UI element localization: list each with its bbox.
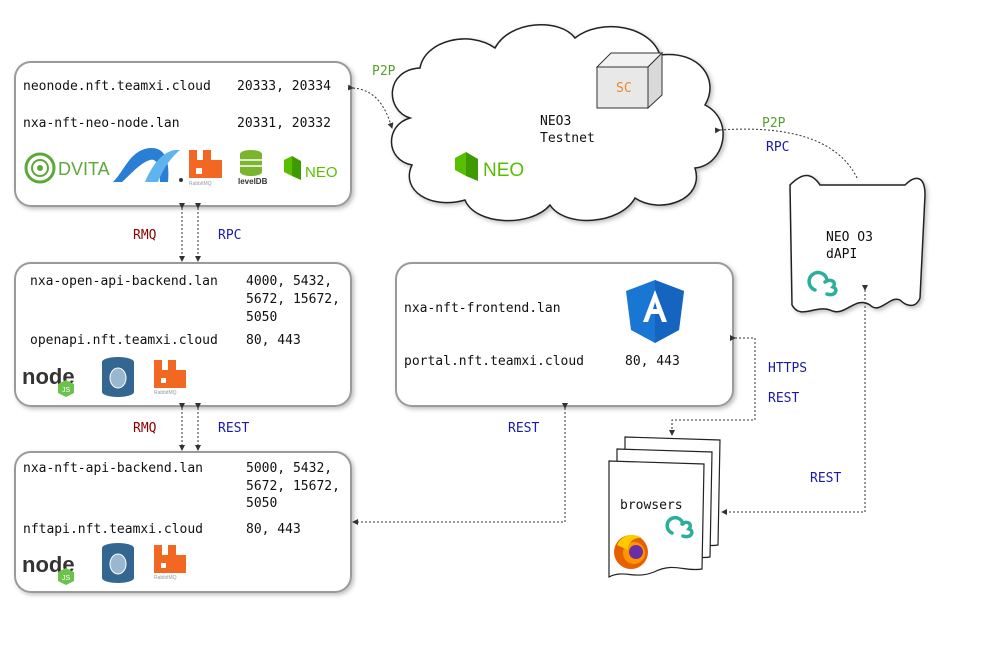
label-rest-dapi: REST [810,471,841,486]
open-api-ports-public: 80, 443 [246,333,301,348]
nodejs-logo-nftapi: node JS [22,552,75,585]
leveldb-caption: levelDB [238,177,268,186]
svg-text:JS: JS [62,575,71,582]
rabbitmq-logo-nftapi: RabbitMQ [154,545,186,581]
label-https: HTTPS [768,361,807,376]
svg-text:JS: JS [62,387,71,394]
label-p2p-left: P2P [372,64,396,79]
open-api-host-lan: nxa-open-api-backend.lan [30,274,218,289]
edges [179,84,868,525]
firefox-logo [614,534,648,569]
neo-logo-text: NEO [483,160,524,181]
frontend-box: nxa-nft-frontend.lan portal.nft.teamxi.c… [395,262,734,407]
postgresql-logo-nftapi [102,543,134,583]
edge-frontend-nftapi [352,403,568,525]
leveldb-logo: levelDB [238,150,268,186]
cloud-subtitle: Testnet [540,131,595,146]
neo-node-host-lan: nxa-nft-neo-node.lan [23,116,180,131]
label-rest-bottom: REST [218,421,249,436]
nft-api-box: nxa-nft-api-backend.lan 5000, 5432, 5672… [14,451,352,593]
rabbitmq-logo-openapi: RabbitMQ [154,360,186,396]
nft-api-host-public: nftapi.nft.teamxi.cloud [23,522,203,537]
dotnet-logo [113,147,183,182]
nft-api-host-lan: nxa-nft-api-backend.lan [23,461,203,476]
o3-dapi-scroll: NEO O3 dAPI [789,174,926,313]
frontend-ports-public: 80, 443 [625,354,680,369]
neo-node-ports-lan: 20331, 20332 [237,116,331,131]
neo-node-box: neonode.nft.teamxi.cloud 20333, 20334 nx… [14,61,352,207]
browsers-stack: browsers [608,436,721,578]
neo-logo-cloud: NEO [455,152,524,181]
label-rmq-top: RMQ [133,228,157,243]
open-api-host-public: openapi.nft.teamxi.cloud [30,333,218,348]
browsers-label: browsers [620,498,683,513]
label-p2p-right: P2P [762,116,786,131]
label-rmq-bottom: RMQ [133,421,157,436]
nodejs-logo: node JS [22,364,75,397]
dvita-logo-text: DVITA [58,159,110,179]
open-api-ports-line3: 5050 [246,310,277,325]
neo-logo-small: NEO [284,156,338,181]
open-api-ports-line2: 5672, 15672, [246,292,340,307]
postgresql-logo [102,357,134,397]
svg-text:RabbitMQ: RabbitMQ [154,575,177,581]
label-rpc-right: RPC [766,140,789,155]
dapi-subtitle: dAPI [826,247,857,262]
frontend-host-lan: nxa-nft-frontend.lan [404,301,561,316]
rabbitmq-logo: RabbitMQ [189,150,222,187]
open-api-box: nxa-open-api-backend.lan 4000, 5432, 567… [14,262,352,407]
neo-logo-small-text: NEO [305,164,338,181]
neo-node-ports-public: 20333, 20334 [237,79,331,94]
cloud-title: NEO3 [540,114,571,129]
nft-api-ports-line1: 5000, 5432, [246,461,332,476]
sc-label: SC [616,81,632,96]
angular-logo [626,280,684,343]
nft-api-ports-line3: 5050 [246,496,277,511]
dapi-title: NEO O3 [826,230,873,245]
o3-logo-browsers [665,515,694,539]
dvita-logo: DVITA [24,152,110,184]
label-rest-browsers: REST [768,391,799,406]
nft-api-ports-line2: 5672, 15672, [246,479,340,494]
svg-text:RabbitMQ: RabbitMQ [154,390,177,396]
rabbitmq-caption: RabbitMQ [189,181,212,187]
neo-node-host-public: neonode.nft.teamxi.cloud [23,79,211,94]
neo3-testnet-cloud: NEO3 Testnet SC NEO [390,23,724,222]
label-rest-frontend: REST [508,421,539,436]
frontend-host-public: portal.nft.teamxi.cloud [404,354,584,369]
nft-api-ports-public: 80, 443 [246,522,301,537]
smart-contract-cube: SC [595,51,664,110]
edge-node-cloud [347,84,394,129]
edge-dapi-browsers [721,285,868,515]
edge-cloud-dapi [714,127,859,181]
open-api-ports-line1: 4000, 5432, [246,274,332,289]
label-rpc-top: RPC [218,228,241,243]
